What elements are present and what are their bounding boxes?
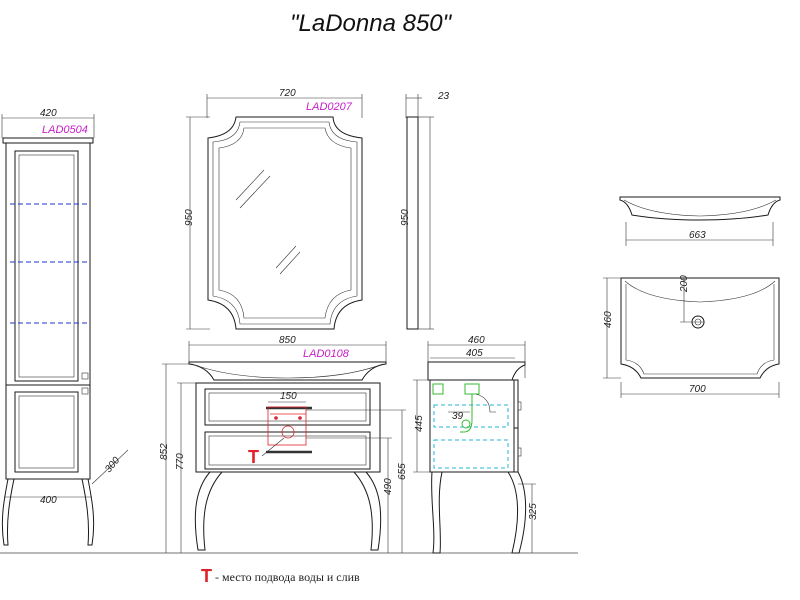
legend-mark: T [201,566,212,586]
sink-width-dim: 700 [689,384,706,395]
vanity-drain-offset-dim: 150 [280,391,297,402]
side-inner-dim: 39 [452,411,464,422]
sink-top-view: 200 460 700 [603,275,780,398]
column-code: LAD0504 [42,124,88,136]
vanity-total-height-dim: 852 [159,443,170,460]
vanity-cabinet: 850 LAD0108 150 T 852 [159,335,408,553]
sink-depth-dim: 460 [603,311,614,328]
mirror-thickness-dim: 23 [437,91,450,102]
side-height-dim: 445 [414,415,425,432]
column-width-top-dim: 420 [40,108,57,119]
water-supply-marker: T [248,447,259,467]
vanity-inlet-height-dim: 655 [397,463,408,480]
mirror-height-dim: 950 [184,209,195,226]
mirror-side-view: 23 950 [400,91,450,330]
side-body-depth-dim: 405 [466,348,483,359]
column-cabinet: 420 LAD0504 400 300 [1,108,129,546]
vanity-side-view: 460 405 39 445 325 [413,335,539,554]
mirror-code: LAD0207 [306,101,353,113]
side-leg-height-dim: 325 [528,503,539,520]
legend: T - место подвода воды и слив [201,566,360,586]
column-width-bottom-dim: 400 [40,495,57,506]
sink-front-width-dim: 663 [689,230,706,241]
legend-text: - место подвода воды и слив [215,570,360,584]
vanity-body-height-dim: 770 [175,453,186,470]
sink-tap-offset-dim: 200 [679,275,690,293]
vanity-width-dim: 850 [279,335,296,346]
side-depth-dim: 460 [468,335,485,346]
mirror: 720 LAD0207 950 [184,88,363,330]
vanity-drain-height-dim: 490 [383,478,394,495]
vanity-code: LAD0108 [303,348,350,360]
page-title: "LaDonna 850" [290,10,453,37]
mirror-side-height-dim: 950 [400,209,411,226]
mirror-width-dim: 720 [279,88,296,99]
sink-front-view: 663 [619,196,781,246]
